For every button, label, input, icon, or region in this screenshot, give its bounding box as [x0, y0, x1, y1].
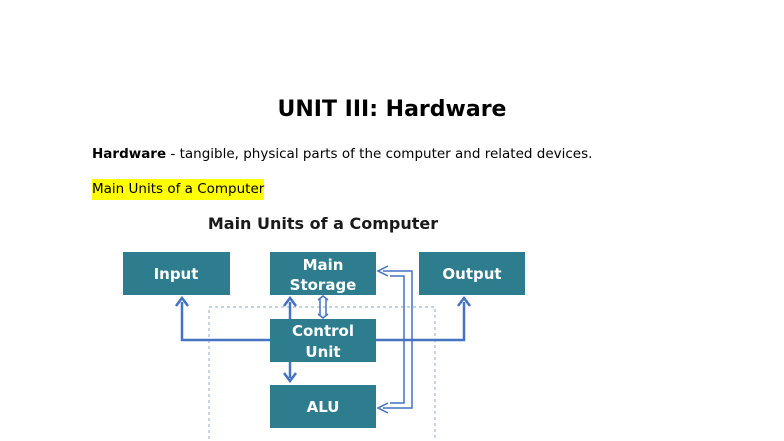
bus-arrows: [317, 265, 413, 414]
heading-text: UNIT III: Hardware: [277, 97, 507, 122]
storage-label-2: Storage: [290, 276, 357, 294]
input-label: Input: [154, 265, 199, 283]
storage-alu-loop-arrow: [376, 265, 413, 414]
input-box: Input: [123, 252, 230, 295]
data-flow-arrows: [175, 295, 471, 384]
cpu-dashed-boundary: [208, 306, 436, 441]
storage-control-double-arrow: [317, 295, 329, 319]
diagram-title: Main Units of a Computer: [208, 214, 438, 233]
arrow-to-output: [376, 302, 466, 342]
alu-label: ALU: [307, 398, 340, 416]
control-unit-box: Control Unit: [270, 319, 376, 362]
arrow-to-input: [180, 302, 270, 342]
highlighted-subheading: Main Units of a Computer: [92, 179, 265, 200]
alu-box: ALU: [270, 385, 376, 428]
definition-term: Hardware: [92, 146, 167, 162]
page-heading: UNIT III: Hardware: [0, 97, 784, 122]
control-label-1: Control: [292, 322, 354, 340]
storage-label-1: Main: [303, 256, 344, 274]
definition-text: - tangible, physical parts of the comput…: [166, 146, 593, 162]
definition-line: Hardware - tangible, physical parts of t…: [92, 146, 592, 162]
output-label: Output: [442, 265, 501, 283]
output-box: Output: [419, 252, 525, 295]
control-label-2: Unit: [305, 343, 340, 361]
main-storage-box: Main Storage: [270, 252, 376, 295]
